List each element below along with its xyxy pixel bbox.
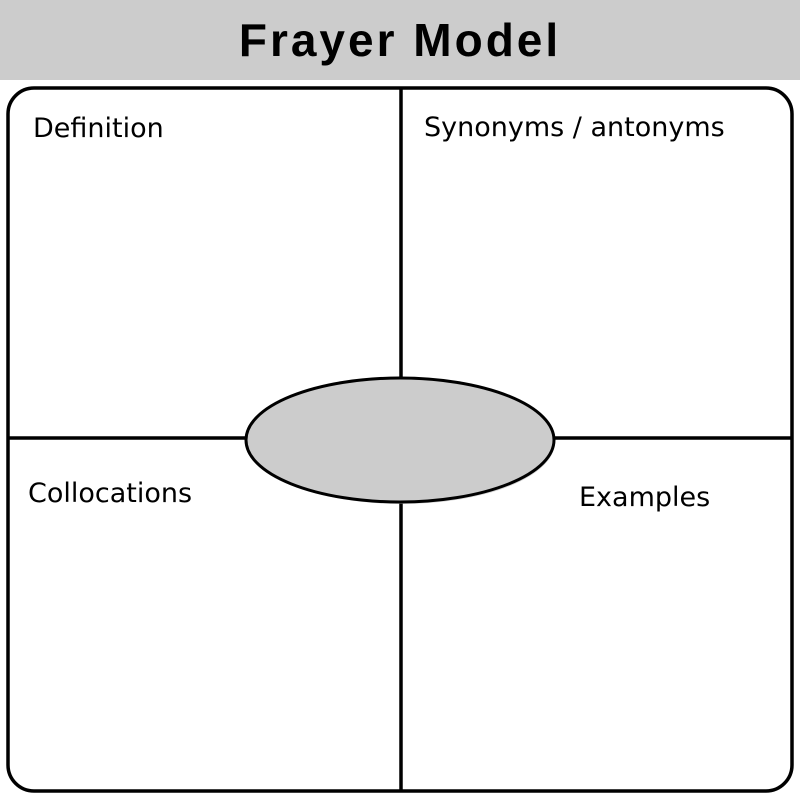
page-title: Frayer Model [238,14,562,66]
quadrant-label-definition: Definition [33,113,164,144]
center-ellipse[interactable] [244,376,556,504]
quadrant-label-synonyms-antonyms: Synonyms / antonyms [424,112,725,143]
title-bar: Frayer Model [0,0,800,80]
quadrant-label-examples: Examples [579,482,711,513]
quadrant-label-collocations: Collocations [28,478,193,509]
